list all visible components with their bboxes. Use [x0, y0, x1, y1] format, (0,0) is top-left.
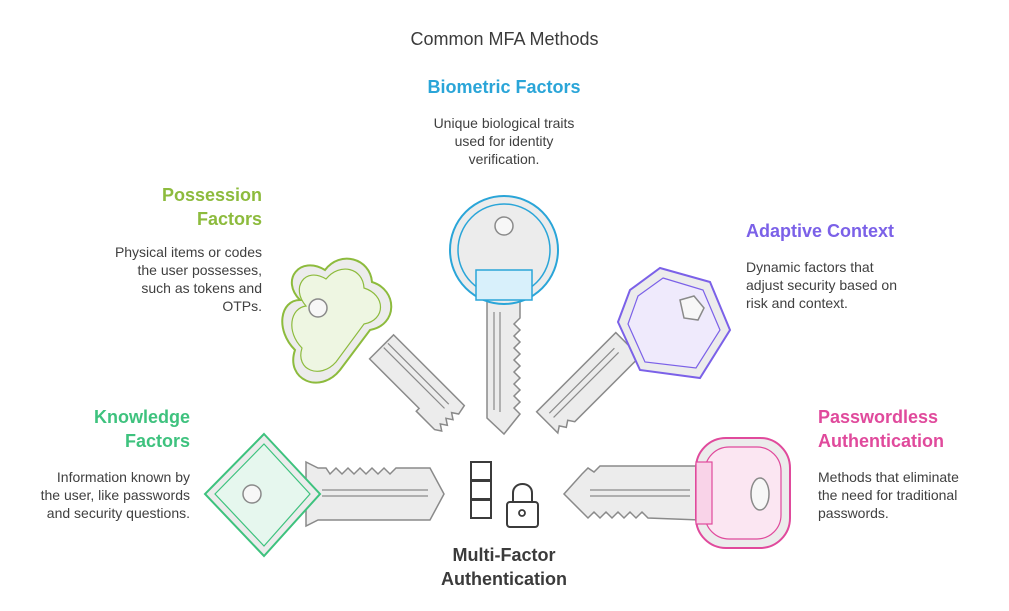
adaptive-key-icon [535, 266, 732, 435]
knowledge-heading: Knowledge Factors [93, 407, 190, 451]
padlock-icon [506, 483, 539, 528]
center-label: Multi-Factor Authentication [441, 545, 567, 589]
passwordless-heading: Passwordless Authentication [818, 407, 944, 451]
passwordless-description: Methods that eliminate the need for trad… [818, 469, 959, 521]
possession-key-icon [281, 257, 466, 432]
passwordless-key-icon [562, 437, 791, 549]
knowledge-description: Information known by the user, like pass… [40, 469, 190, 521]
biometric-key-icon [449, 195, 559, 436]
diagram-title: Common MFA Methods [410, 29, 599, 49]
biometric-heading: Biometric Factors [427, 77, 581, 97]
adaptive-description: Dynamic factors that adjust security bas… [746, 259, 897, 311]
possession-heading: Possession Factors [161, 185, 262, 229]
biometric-description: Unique biological traits used for identi… [433, 115, 575, 167]
possession-description: Physical items or codes the user possess… [114, 244, 262, 314]
adaptive-heading: Adaptive Context [746, 221, 895, 241]
knowledge-key-icon [203, 432, 445, 558]
password-blocks-icon [470, 461, 492, 519]
